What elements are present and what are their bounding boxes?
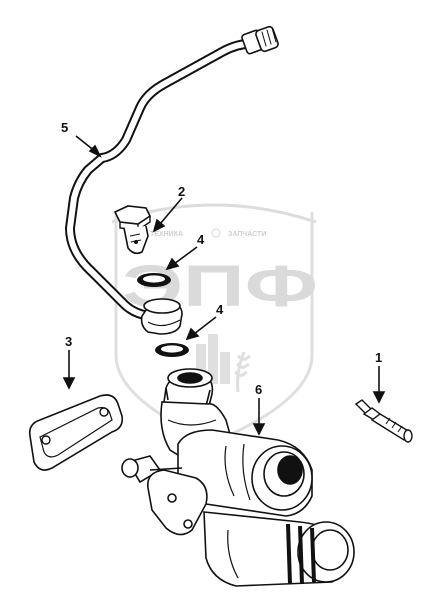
pipe-end-fitting bbox=[241, 25, 279, 55]
sealing-washer-upper bbox=[137, 273, 171, 287]
callout-1: 1 bbox=[375, 350, 382, 365]
callout-3: 3 bbox=[65, 334, 72, 349]
gasket bbox=[28, 394, 124, 471]
wheat-icon bbox=[234, 351, 251, 393]
leader-arrows bbox=[62, 135, 386, 436]
stud-bolt bbox=[354, 399, 413, 443]
banjo-bolt bbox=[113, 205, 152, 255]
callout-5: 5 bbox=[61, 120, 68, 135]
banjo-fitting bbox=[140, 298, 183, 335]
callout-6: 6 bbox=[255, 382, 262, 397]
callout-4-upper: 4 bbox=[197, 232, 205, 247]
watermark-tagline-right: ЗАПЧАСТИ bbox=[228, 231, 266, 238]
gear-icon bbox=[211, 228, 221, 238]
callout-4-lower: 4 bbox=[216, 302, 224, 317]
building-icon bbox=[196, 334, 230, 384]
callout-labels: 5 2 4 4 3 1 6 bbox=[61, 120, 382, 397]
sealing-washer-lower bbox=[155, 343, 189, 357]
callout-2: 2 bbox=[178, 184, 185, 199]
watermark-tagline-left: ТЕХНИКА bbox=[150, 231, 183, 238]
fuel-line-tube bbox=[65, 25, 279, 321]
fuel-pump-assembly bbox=[121, 368, 355, 587]
